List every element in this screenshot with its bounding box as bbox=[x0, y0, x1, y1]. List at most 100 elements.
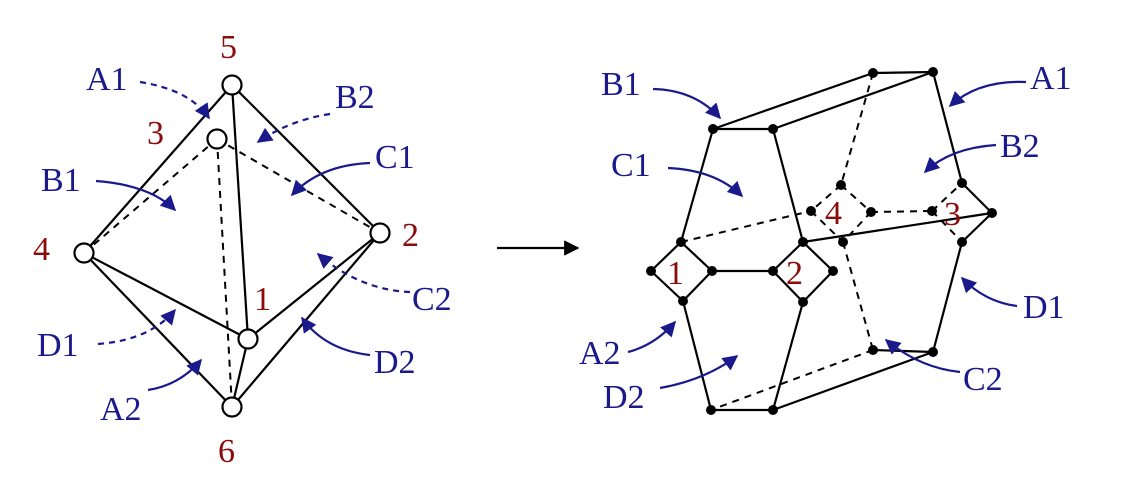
edge-hidden-E bbox=[840, 184, 872, 213]
truncated-octahedron: 1 2 3 4 B1 A1 C1 B2 D1 A2 D2 C2 bbox=[579, 60, 1072, 416]
edge-right-2 bbox=[961, 182, 993, 214]
edge-sq1-b bbox=[650, 270, 684, 302]
face-label-B2: B2 bbox=[1000, 128, 1040, 165]
face-label-B1: B1 bbox=[41, 162, 81, 199]
vertex-label-1: 1 bbox=[254, 281, 271, 318]
edge-3-6 bbox=[216, 138, 233, 408]
face-label-D2: D2 bbox=[374, 344, 416, 381]
edge-hidden-F bbox=[842, 211, 872, 243]
edge-right-1 bbox=[931, 71, 964, 184]
square-label-3: 3 bbox=[944, 196, 961, 233]
edge-sq2-a bbox=[772, 241, 804, 272]
edge-top-4 bbox=[772, 70, 934, 131]
face-label-A2: A2 bbox=[579, 335, 621, 372]
dot-bottom-2 bbox=[768, 405, 778, 415]
vertex-1 bbox=[237, 328, 259, 350]
edge-5-2 bbox=[231, 84, 381, 234]
pointer-arrow-C2 bbox=[316, 252, 411, 294]
vertex-label-5: 5 bbox=[220, 29, 237, 66]
dot-sq1-bottom bbox=[678, 296, 688, 306]
edge-sq1-c bbox=[682, 270, 713, 302]
dot-sq4-top bbox=[836, 180, 846, 190]
face-label-C1: C1 bbox=[375, 139, 415, 176]
dot-bottom-1 bbox=[706, 405, 716, 415]
edge-top-2 bbox=[712, 71, 874, 131]
edge-5-1 bbox=[230, 84, 250, 340]
edge-sq2-c bbox=[802, 270, 834, 303]
vertex-3 bbox=[206, 128, 228, 150]
dot-sq4-bottom bbox=[838, 237, 848, 247]
dot-sq3-left bbox=[927, 206, 937, 216]
dot-bottom-3 bbox=[868, 345, 878, 355]
vertex-5 bbox=[221, 74, 243, 96]
edge-sq2-b bbox=[772, 270, 804, 303]
edge-4-1 bbox=[83, 252, 249, 340]
edge-hidden-B bbox=[680, 210, 812, 243]
edge-hidden-G bbox=[870, 210, 933, 213]
face-label-A1: A1 bbox=[86, 61, 128, 98]
edge-hidden-H bbox=[931, 182, 963, 212]
square-label-4: 4 bbox=[825, 195, 842, 232]
dot-sq2-top bbox=[798, 237, 808, 247]
face-label-D1: D1 bbox=[37, 327, 79, 364]
face-label-C2: C2 bbox=[963, 361, 1003, 398]
pointer-arrow-D1 bbox=[97, 308, 176, 346]
face-label-B2: B2 bbox=[335, 79, 375, 116]
edge-1-6 bbox=[230, 338, 250, 408]
face-label-B1: B1 bbox=[601, 66, 641, 103]
dot-top-2 bbox=[768, 124, 778, 134]
edge-top-3 bbox=[872, 70, 934, 75]
edge-4-6 bbox=[83, 252, 233, 408]
pointer-arrow-A1 bbox=[948, 80, 1027, 108]
edge-1-2 bbox=[247, 232, 381, 340]
edge-right-3 bbox=[961, 212, 993, 243]
edge-hidden-K bbox=[710, 349, 874, 411]
pointer-arrow-B2 bbox=[256, 112, 331, 143]
edge-bottom-1 bbox=[681, 300, 713, 411]
square-label-2: 2 bbox=[786, 255, 803, 292]
dot-sq3-right bbox=[987, 208, 997, 218]
dot-sq4-right bbox=[866, 207, 876, 217]
vertex-label-4: 4 bbox=[33, 231, 50, 268]
pointer-arrow-C1 bbox=[290, 161, 371, 197]
edge-4-3 bbox=[83, 138, 218, 254]
dot-sq4-left bbox=[806, 206, 816, 216]
edge-mid-long bbox=[802, 211, 993, 244]
edge-left-2 bbox=[771, 128, 805, 243]
pointer-arrow-A2 bbox=[147, 358, 202, 392]
dot-top-3 bbox=[868, 68, 878, 78]
face-label-C1: C1 bbox=[611, 147, 651, 184]
edge-hidden-J bbox=[842, 241, 874, 351]
vertex-2 bbox=[369, 222, 391, 244]
edge-right-4 bbox=[931, 241, 964, 353]
vertex-label-6: 6 bbox=[218, 433, 235, 470]
dot-sq2-bottom bbox=[798, 297, 808, 307]
dot-sq3-top bbox=[957, 178, 967, 188]
square-label-1: 1 bbox=[667, 255, 684, 292]
face-label-D2: D2 bbox=[603, 379, 645, 416]
dot-sq2-right bbox=[828, 266, 838, 276]
face-label-A1: A1 bbox=[1030, 60, 1072, 97]
face-label-A2: A2 bbox=[100, 391, 142, 428]
pointer-arrow-D2 bbox=[659, 355, 739, 390]
dot-sq1-left bbox=[646, 266, 656, 276]
pointer-arrow-D2 bbox=[301, 316, 371, 357]
edge-left-1 bbox=[679, 128, 715, 243]
edge-sq1-a bbox=[650, 241, 682, 272]
dot-bottom-4 bbox=[928, 347, 938, 357]
face-label-D1: D1 bbox=[1023, 289, 1065, 326]
face-label-C2: C2 bbox=[412, 281, 452, 318]
edge-bottom-2 bbox=[771, 301, 805, 411]
edge-sq1-d bbox=[680, 241, 713, 272]
dot-sq1-right bbox=[707, 266, 717, 276]
pointer-arrow-C2 bbox=[884, 339, 961, 374]
vertex-4 bbox=[73, 242, 95, 264]
octahedron: 5 3 4 2 1 6 A1 B2 B1 C1 C2 D1 D2 A2 bbox=[33, 29, 452, 470]
edge-sq2-d bbox=[802, 241, 834, 272]
pointer-arrow-A2 bbox=[627, 320, 677, 354]
pointer-arrow-D1 bbox=[960, 276, 1018, 308]
edge-bottom-4 bbox=[772, 350, 934, 412]
edge-hidden-C bbox=[810, 184, 842, 212]
pointer-arrow-B1 bbox=[652, 87, 722, 120]
